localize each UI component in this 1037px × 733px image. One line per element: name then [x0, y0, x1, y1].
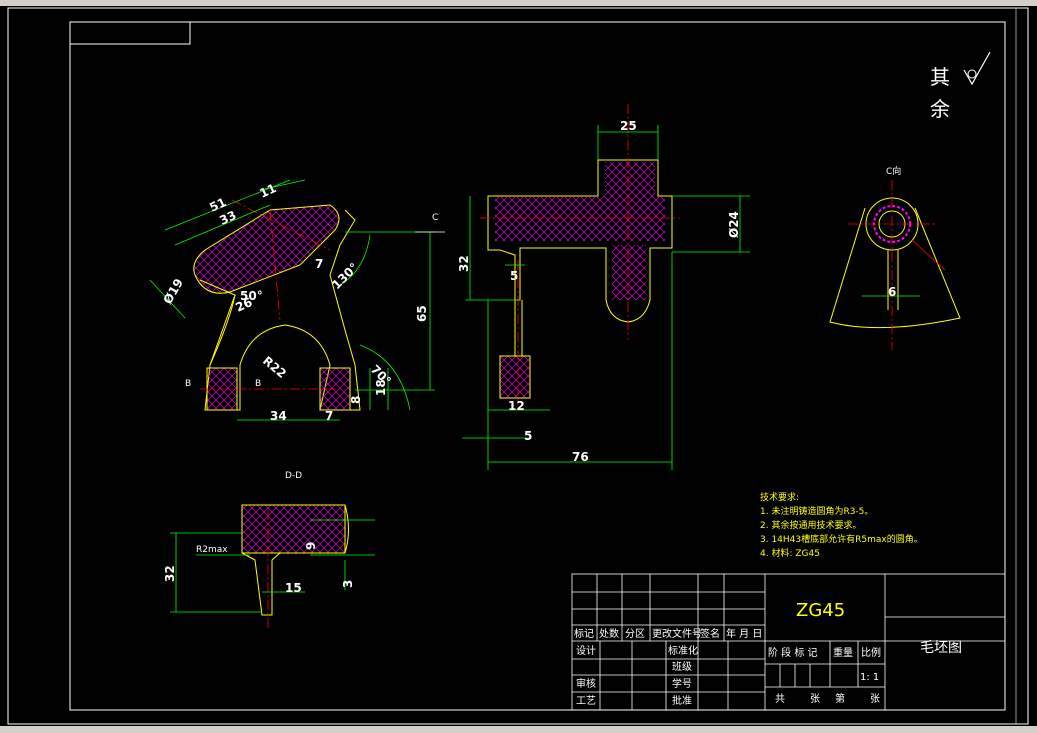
dim-50deg: 50° — [240, 289, 263, 303]
technical-notes: 技术要求: 1. 未注明铸造圆角为R3-5。 2. 其余按通用技术要求。 3. … — [760, 491, 923, 559]
notes-item-4: 4. 材料: ZG45 — [760, 547, 820, 559]
inner-frame — [69, 21, 1006, 711]
dim-3: 3 — [341, 580, 355, 588]
header-sign: 签名 — [700, 627, 720, 640]
drawing-name: 毛坯图 — [920, 640, 962, 656]
roughness-text-1: 其 — [930, 65, 950, 89]
row-class: 班级 — [672, 661, 692, 673]
row-student-no: 学号 — [672, 677, 692, 690]
dim-12: 12 — [508, 399, 525, 413]
sheet-unit-1: 张 — [810, 693, 820, 705]
row-review: 审核 — [576, 677, 596, 690]
front-view-left: 51 33 11 Ø19 26 7 50° 130° 70° R22 65 34… — [149, 179, 445, 423]
dim-5a: 5 — [510, 269, 518, 283]
notes-item-1: 1. 未注明铸造圆角为R3-5。 — [760, 505, 873, 517]
dim-15: 15 — [285, 581, 302, 595]
label-b-left: B — [185, 379, 191, 389]
dim-11: 11 — [257, 181, 278, 201]
bottom-window-strip — [0, 726, 1037, 733]
dim-34: 34 — [270, 409, 287, 423]
notes-title: 技术要求: — [760, 491, 799, 503]
side-view-middle: 25 Ø24 32 5 12 5 76 — [457, 104, 750, 470]
section-dd: D-D 32 R2max 9 15 3 — [163, 471, 375, 630]
row-standard: 标准化 — [668, 644, 698, 657]
outer-frame — [7, 7, 1029, 725]
dim-7b: 7 — [325, 409, 333, 423]
dim-25: 25 — [620, 119, 637, 133]
notes-item-3: 3. 14H43槽底部允许有R5max的圆角。 — [760, 533, 923, 545]
title-block — [571, 573, 1006, 711]
dim-33: 33 — [217, 208, 238, 228]
dim-24: Ø24 — [727, 211, 741, 238]
notes-item-2: 2. 其余按通用技术要求。 — [760, 519, 861, 531]
c-view: C向 6 — [829, 165, 961, 350]
dim-5b: 5 — [524, 429, 532, 443]
dim-9: 9 — [304, 542, 318, 550]
dim-26: 26 — [233, 295, 254, 315]
dim-65: 65 — [415, 305, 429, 322]
sheet-current: 第 — [835, 692, 845, 705]
sheet-unit-2: 张 — [870, 693, 880, 705]
header-change-doc: 更改文件号 — [652, 627, 702, 640]
dim-r22: R22 — [260, 354, 289, 381]
roughness-symbol: 其 余 — [930, 51, 991, 121]
dim-130deg: 130° — [329, 260, 361, 292]
corner-code-box — [69, 21, 191, 45]
stage-weight: 重量 — [833, 646, 853, 659]
dim-8: 8 — [349, 396, 363, 404]
header-mark: 标记 — [574, 628, 594, 640]
roughness-text-2: 余 — [930, 97, 950, 121]
header-date: 年 月 日 — [726, 627, 762, 640]
dim-32b: 32 — [163, 565, 177, 582]
label-c-arrow: C — [432, 213, 438, 223]
scale-value: 1: 1 — [860, 672, 879, 683]
row-approve: 批准 — [672, 694, 692, 707]
row-process: 工艺 — [576, 695, 596, 707]
sheet-total: 共 — [775, 693, 785, 705]
label-b-mid: B — [255, 379, 261, 389]
dim-76: 76 — [572, 450, 589, 464]
label-section-dd: D-D — [285, 471, 302, 481]
dim-7a: 7 — [315, 257, 323, 271]
dim-51: 51 — [207, 195, 228, 215]
dim-18: 18 — [374, 379, 388, 396]
dim-r2max: R2max — [196, 545, 228, 555]
row-design: 设计 — [576, 644, 596, 657]
dim-19: Ø19 — [160, 276, 186, 306]
dim-32a: 32 — [457, 255, 471, 272]
header-zone: 分区 — [625, 628, 645, 640]
label-c-view: C向 — [886, 165, 901, 177]
dim-6: 6 — [888, 285, 896, 299]
title-block-text: ZG45 毛坯图 标记 处数 分区 更改文件号 签名 年 月 日 设计 审核 工… — [574, 600, 962, 707]
header-count: 处数 — [599, 627, 619, 640]
top-window-strip — [0, 0, 1037, 6]
material-label: ZG45 — [796, 600, 845, 621]
stage-mark: 阶 段 标 记 — [768, 646, 818, 659]
stage-scale: 比例 — [861, 646, 881, 659]
